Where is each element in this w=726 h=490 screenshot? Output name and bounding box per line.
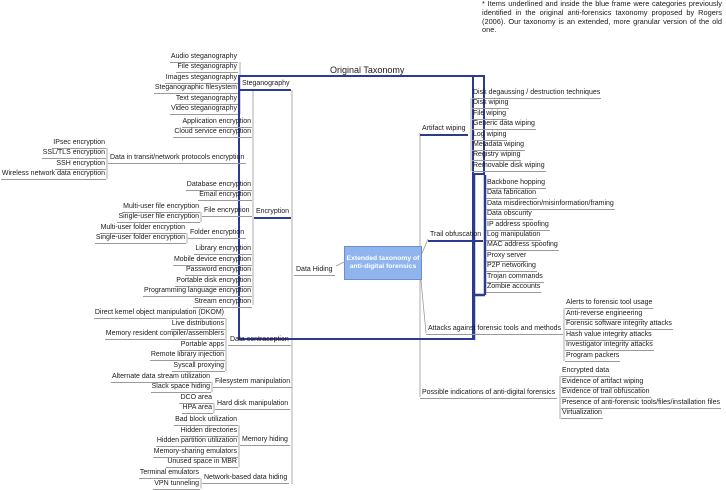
leaf-item[interactable]: Memory resident compiler/assemblers bbox=[104, 330, 225, 341]
original-taxonomy-frame bbox=[238, 75, 474, 340]
attack-item[interactable]: Alerts to forensic tool usage bbox=[565, 299, 654, 309]
leaf-item[interactable]: Library encryption bbox=[194, 245, 252, 255]
central-node[interactable]: Extended taxonomy of anti-digital forens… bbox=[344, 246, 422, 280]
category-encryption[interactable]: Encryption bbox=[254, 208, 292, 219]
category-hard-disk-manipulation[interactable]: Hard disk manipulation bbox=[215, 400, 291, 410]
category-network-data-hiding[interactable]: Network-based data hiding bbox=[202, 474, 290, 484]
leaf-item[interactable]: Cloud service encryption bbox=[173, 128, 252, 139]
artifact-wiping-item[interactable]: Registry wiping bbox=[472, 151, 522, 162]
attack-item[interactable]: Investigator integrity attacks bbox=[565, 341, 654, 352]
leaf-item[interactable]: Remote library injection bbox=[149, 351, 225, 362]
leaf-item[interactable]: Multi-user folder encryption bbox=[99, 224, 186, 234]
trail-obfuscation-item[interactable]: IP address spoofing bbox=[486, 221, 550, 231]
original-taxonomy-label: Original Taxonomy bbox=[330, 65, 405, 75]
leaf-item[interactable]: Video steganography bbox=[169, 105, 238, 115]
artifact-wiping-item[interactable]: Metadata wiping bbox=[472, 141, 525, 151]
leaf-item[interactable]: Wireless network data encryption bbox=[0, 170, 106, 181]
category-steganography[interactable]: Steganography bbox=[240, 80, 292, 91]
leaf-item[interactable]: IPsec encryption bbox=[52, 139, 106, 149]
category-filesystem-manipulation[interactable]: Filesystem manipulation bbox=[213, 378, 293, 388]
leaf-item[interactable]: Terminal emulators bbox=[138, 469, 200, 479]
category-folder-encryption[interactable]: Folder encryption bbox=[188, 229, 247, 239]
trail-obfuscation-item[interactable]: MAC address spoofing bbox=[486, 241, 559, 252]
leaf-item[interactable]: Unused space in MBR bbox=[166, 458, 238, 469]
footnote: * Items underlined and inside the blue f… bbox=[482, 0, 722, 35]
trail-obfuscation-item[interactable]: Proxy server bbox=[486, 252, 528, 262]
artifact-wiping-item[interactable]: Generic data wiping bbox=[472, 120, 536, 131]
leaf-item[interactable]: Audio steganography bbox=[169, 53, 238, 63]
trail-obfuscation-item[interactable]: P2P networking bbox=[486, 262, 537, 273]
trail-obfuscation-item[interactable]: Trojan commands bbox=[486, 273, 544, 283]
attack-item[interactable]: Program packers bbox=[565, 352, 621, 362]
leaf-item[interactable]: Password encryption bbox=[185, 266, 252, 277]
possible-indication-item[interactable]: Encrypted data bbox=[561, 367, 611, 377]
leaf-item[interactable]: Live distributions bbox=[170, 320, 225, 330]
category-memory-hiding[interactable]: Memory hiding bbox=[240, 436, 290, 446]
leaf-item[interactable]: HPA area bbox=[181, 404, 213, 415]
connector bbox=[419, 269, 427, 334]
leaf-item[interactable]: Single-user folder encryption bbox=[94, 234, 186, 245]
leaf-item[interactable]: Syscall proxying bbox=[172, 362, 225, 372]
artifact-wiping-item[interactable]: Disk degaussing / destruction techniques bbox=[472, 89, 602, 99]
leaf-item[interactable]: Portable apps bbox=[179, 341, 225, 351]
leaf-item[interactable]: SSL/TLS encryption bbox=[41, 149, 106, 160]
leaf-item[interactable]: Steganographic filesystem bbox=[153, 84, 238, 95]
category-trail-obfuscation[interactable]: Trail obfuscation bbox=[428, 231, 484, 242]
connector bbox=[335, 261, 345, 267]
leaf-item[interactable]: Direct kernel object manipulation (DKOM) bbox=[93, 309, 225, 319]
category-transit-encryption[interactable]: Data in transit/network protocols encryp… bbox=[108, 154, 247, 164]
leaf-item[interactable]: Hidden directories bbox=[179, 427, 238, 437]
category-file-encryption[interactable]: File encryption bbox=[202, 207, 252, 217]
leaf-item[interactable]: SSH encryption bbox=[55, 160, 106, 170]
leaf-item[interactable]: Database encryption bbox=[185, 181, 252, 191]
leaf-item[interactable]: Application encryption bbox=[181, 118, 252, 128]
leaf-item[interactable]: Slack space hiding bbox=[150, 383, 211, 394]
category-data-contraception[interactable]: Data contraception bbox=[228, 336, 291, 346]
trail-obfuscation-item[interactable]: Backbone hopping bbox=[486, 179, 546, 189]
leaf-item[interactable]: Alternate data stream utilization bbox=[110, 373, 211, 383]
artifact-wiping-item[interactable]: Log wiping bbox=[472, 131, 508, 141]
leaf-item[interactable]: Email encryption bbox=[198, 191, 252, 202]
trail-obfuscation-item[interactable]: Data misdirection/misinformation/framing bbox=[486, 200, 615, 210]
category-attacks-forensic-tools[interactable]: Attacks against forensic tools and metho… bbox=[426, 325, 564, 335]
leaf-item[interactable]: Multi-user file encryption bbox=[122, 203, 200, 213]
artifact-wiping-item[interactable]: Disk wiping bbox=[472, 99, 510, 110]
leaf-item[interactable]: Portable disk encryption bbox=[175, 277, 252, 287]
trail-obfuscation-item[interactable]: Zombie accounts bbox=[486, 283, 542, 293]
trail-obfuscation-item[interactable]: Data fabrication bbox=[486, 189, 538, 200]
leaf-item[interactable]: Hidden partition utilization bbox=[155, 437, 238, 448]
possible-indication-item[interactable]: Virtualization bbox=[561, 409, 603, 420]
leaf-item[interactable]: DCO area bbox=[179, 394, 213, 404]
leaf-item[interactable]: VPN tunneling bbox=[153, 480, 200, 490]
category-data-hiding[interactable]: Data Hiding bbox=[294, 266, 335, 276]
original-taxonomy-frame-right bbox=[472, 75, 485, 175]
leaf-item[interactable]: Stream encryption bbox=[193, 298, 252, 308]
trail-obfuscation-item[interactable]: Log manipulation bbox=[486, 231, 542, 241]
leaf-item[interactable]: Single-user file encryption bbox=[117, 213, 200, 224]
leaf-item[interactable]: File steganography bbox=[176, 63, 238, 74]
leaf-item[interactable]: Memory-sharing emulators bbox=[152, 448, 238, 458]
artifact-wiping-item[interactable]: Removable disk wiping bbox=[472, 162, 546, 172]
attack-item[interactable]: Forensic software integrity attacks bbox=[565, 320, 673, 331]
category-possible-indications[interactable]: Possible indications of anti-digital for… bbox=[420, 389, 558, 399]
artifact-wiping-item[interactable]: File wiping bbox=[472, 110, 508, 120]
leaf-item[interactable]: Images steganography bbox=[164, 74, 238, 84]
possible-indication-item[interactable]: Evidence of trail obfuscation bbox=[561, 388, 651, 399]
leaf-item[interactable]: Text steganography bbox=[174, 95, 238, 105]
category-artifact-wiping[interactable]: Artifact wiping bbox=[420, 125, 468, 136]
possible-indication-item[interactable]: Presence of anti-forensic tools/files/in… bbox=[561, 399, 721, 409]
possible-indication-item[interactable]: Evidence of artifact wiping bbox=[561, 378, 645, 388]
attack-item[interactable]: Hash value integrity attacks bbox=[565, 331, 653, 341]
leaf-item[interactable]: Bad block utilization bbox=[174, 416, 238, 426]
attack-item[interactable]: Anti-reverse engineering bbox=[565, 310, 644, 320]
leaf-item[interactable]: Programming language encryption bbox=[142, 287, 252, 298]
leaf-item[interactable]: Mobile device encryption bbox=[172, 256, 252, 266]
trail-obfuscation-item[interactable]: Data obscurity bbox=[486, 210, 533, 221]
